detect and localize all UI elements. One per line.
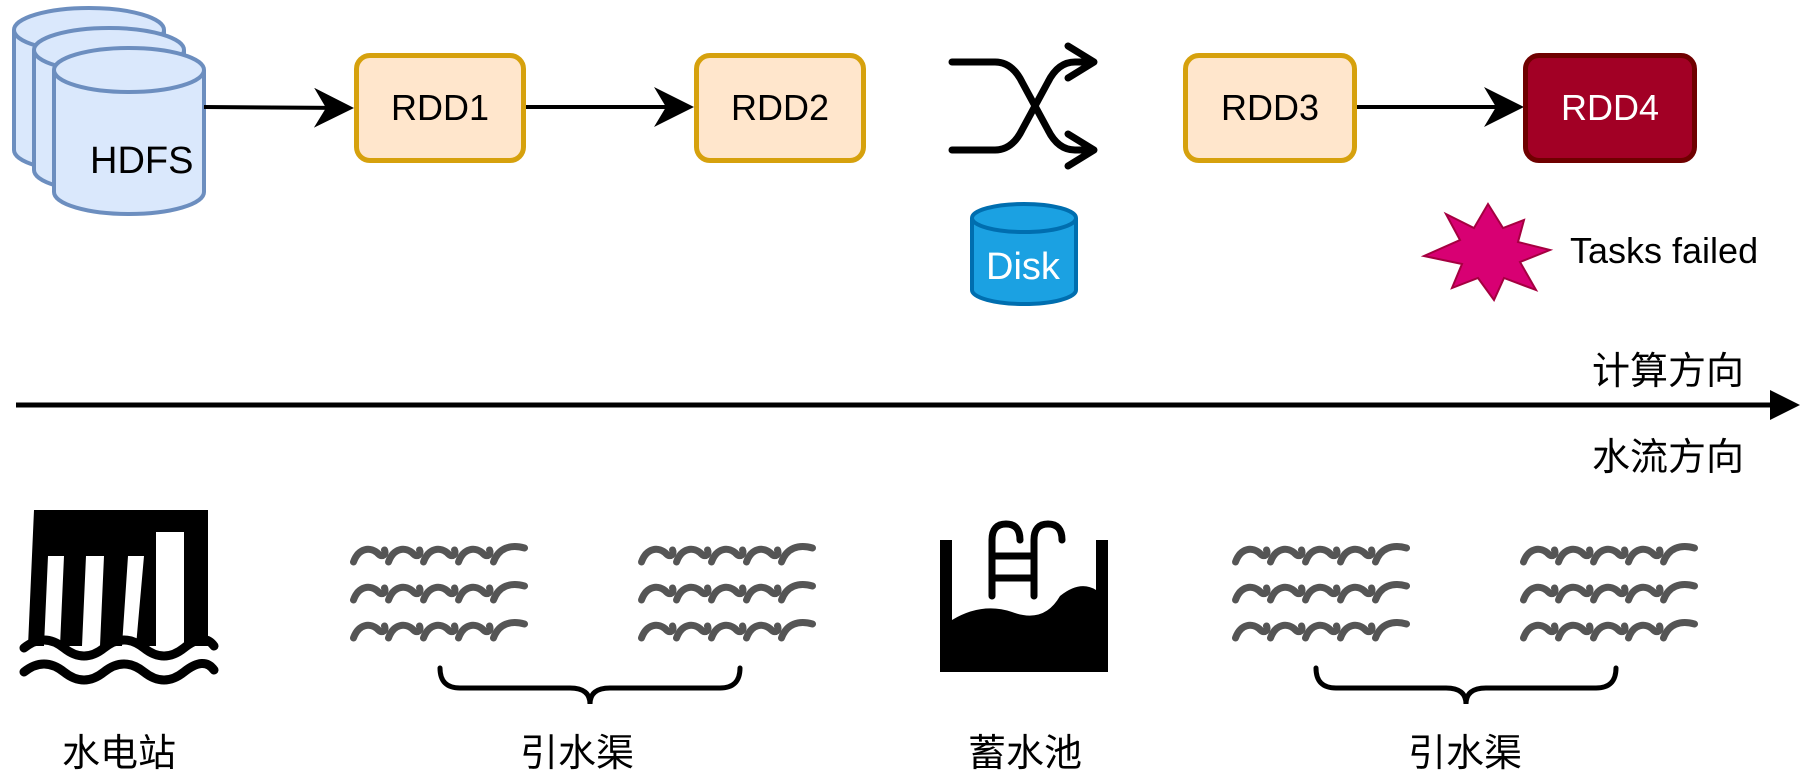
rdd4-node: RDD4 — [1523, 53, 1697, 163]
shuffle-icon — [948, 42, 1098, 170]
rdd3-node: RDD3 — [1183, 53, 1357, 163]
hydropower-station-label: 水电站 — [62, 731, 177, 775]
arrow-hdfs-rdd1 — [203, 87, 354, 128]
direction-axis — [16, 390, 1800, 420]
channel-label-left: 引水渠 — [520, 731, 635, 775]
hydropower-station-icon — [19, 510, 219, 685]
explosion-icon — [1420, 202, 1554, 302]
water-waves-icon — [1236, 547, 1695, 638]
tasks-failed-label: Tasks failed — [1570, 230, 1759, 271]
reservoir-pool-icon — [940, 520, 1108, 672]
water-waves-icon — [354, 547, 813, 638]
brace-right-channel — [1313, 665, 1619, 705]
diagram-canvas — [12, 6, 1800, 705]
rdd1-node: RDD1 — [354, 53, 526, 163]
reservoir-label: 蓄水池 — [968, 731, 1083, 775]
compute-direction-label: 计算方向 — [1592, 349, 1745, 393]
brace-left-channel — [437, 665, 743, 705]
disk-label: Disk — [986, 246, 1060, 288]
disk-cylinder-icon — [970, 202, 1078, 306]
water-direction-label: 水流方向 — [1592, 435, 1745, 479]
pipeline-arrows — [203, 87, 1524, 128]
rdd2-node: RDD2 — [694, 53, 866, 163]
hdfs-label: HDFS — [90, 140, 194, 182]
hdfs-cylinder-icon — [12, 6, 206, 216]
channel-label-right: 引水渠 — [1408, 731, 1523, 775]
